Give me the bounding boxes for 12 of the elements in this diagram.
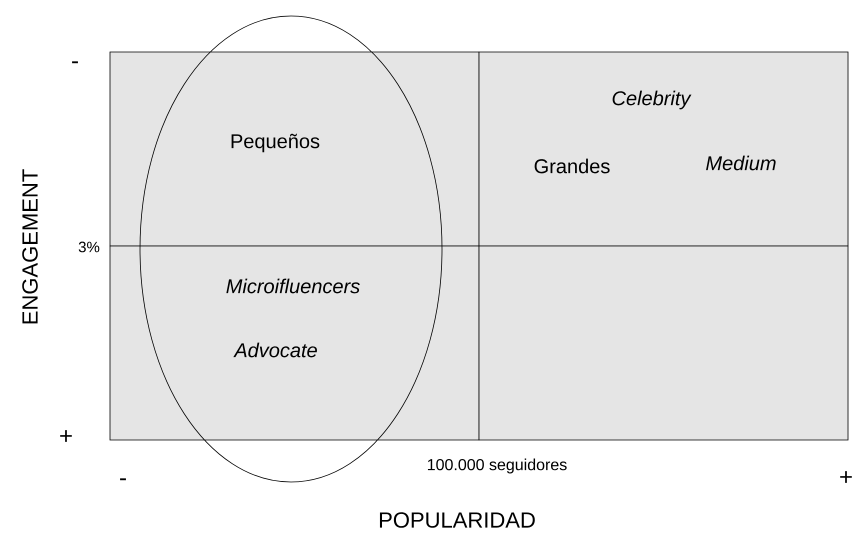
quadrant-box [478,246,848,440]
quadrant-box: Microifluencers Advocate [110,246,480,440]
axis-title: ENGAGEMENT [22,169,38,324]
plus-sign: + [60,430,72,442]
minus-sign: - [120,478,126,480]
plus-sign: + [840,471,852,483]
quadrant-box: Pequeños [110,52,480,246]
axis-title: POPULARIDAD [380,512,535,528]
minus-sign: - [72,61,78,64]
quadrant-box: Celebrity Grandes Medium [478,52,848,246]
axis-value: 3% [78,242,100,252]
axis-value: 100.000 seguidores [428,458,567,474]
